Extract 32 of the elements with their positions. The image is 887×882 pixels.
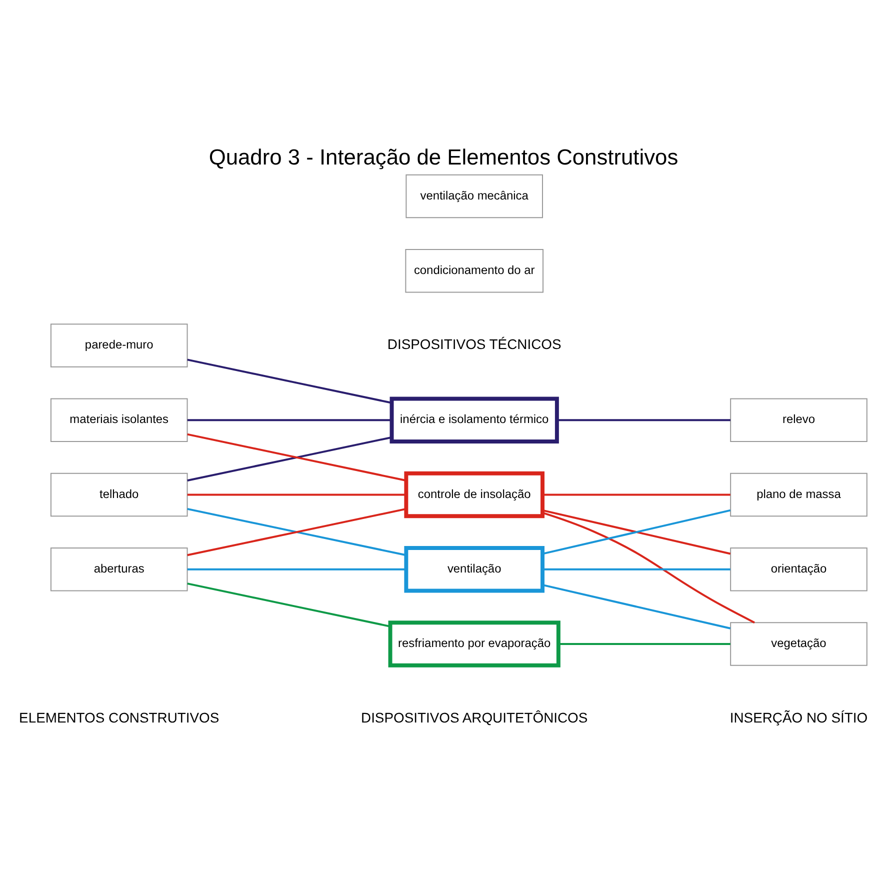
node-box: parede-muro xyxy=(50,323,188,367)
connector xyxy=(187,582,390,627)
connector xyxy=(542,568,730,570)
node-box: telhado xyxy=(50,472,188,516)
node-box: vegetação xyxy=(730,622,868,666)
node-box: orientação xyxy=(730,546,868,591)
label: DISPOSITIVOS TÉCNICOS xyxy=(387,336,562,352)
connector xyxy=(187,418,392,421)
node-box: condicionamento do ar xyxy=(405,248,544,292)
connector xyxy=(187,568,406,570)
node-box: ventilação mecânica xyxy=(406,174,543,218)
connector xyxy=(187,358,392,404)
connector xyxy=(187,507,406,556)
connector xyxy=(558,642,730,644)
connector xyxy=(542,511,755,623)
node-box: inércia e isolamento térmico xyxy=(390,396,559,443)
node-box: resfriamento por evaporação xyxy=(388,620,560,667)
connector xyxy=(542,508,731,554)
connector xyxy=(187,493,406,496)
label: DISPOSITIVOS ARQUITETÔNICOS xyxy=(361,708,588,725)
connector xyxy=(542,583,731,629)
label: ELEMENTOS CONSTRUTIVOS xyxy=(19,708,220,725)
connector xyxy=(542,493,730,496)
node-box: relevo xyxy=(730,398,868,442)
node-box: materiais isolantes xyxy=(50,398,188,442)
node-box: aberturas xyxy=(50,546,188,591)
node-box: ventilação xyxy=(404,545,544,592)
node-box: controle de insolação xyxy=(404,470,544,518)
node-box: plano de massa xyxy=(730,472,868,516)
diagram-title: Quadro 3 - Interação de Elementos Construtivos xyxy=(208,144,678,169)
connector xyxy=(557,418,730,421)
label: INSERÇÃO NO SÍTIO xyxy=(730,708,868,725)
